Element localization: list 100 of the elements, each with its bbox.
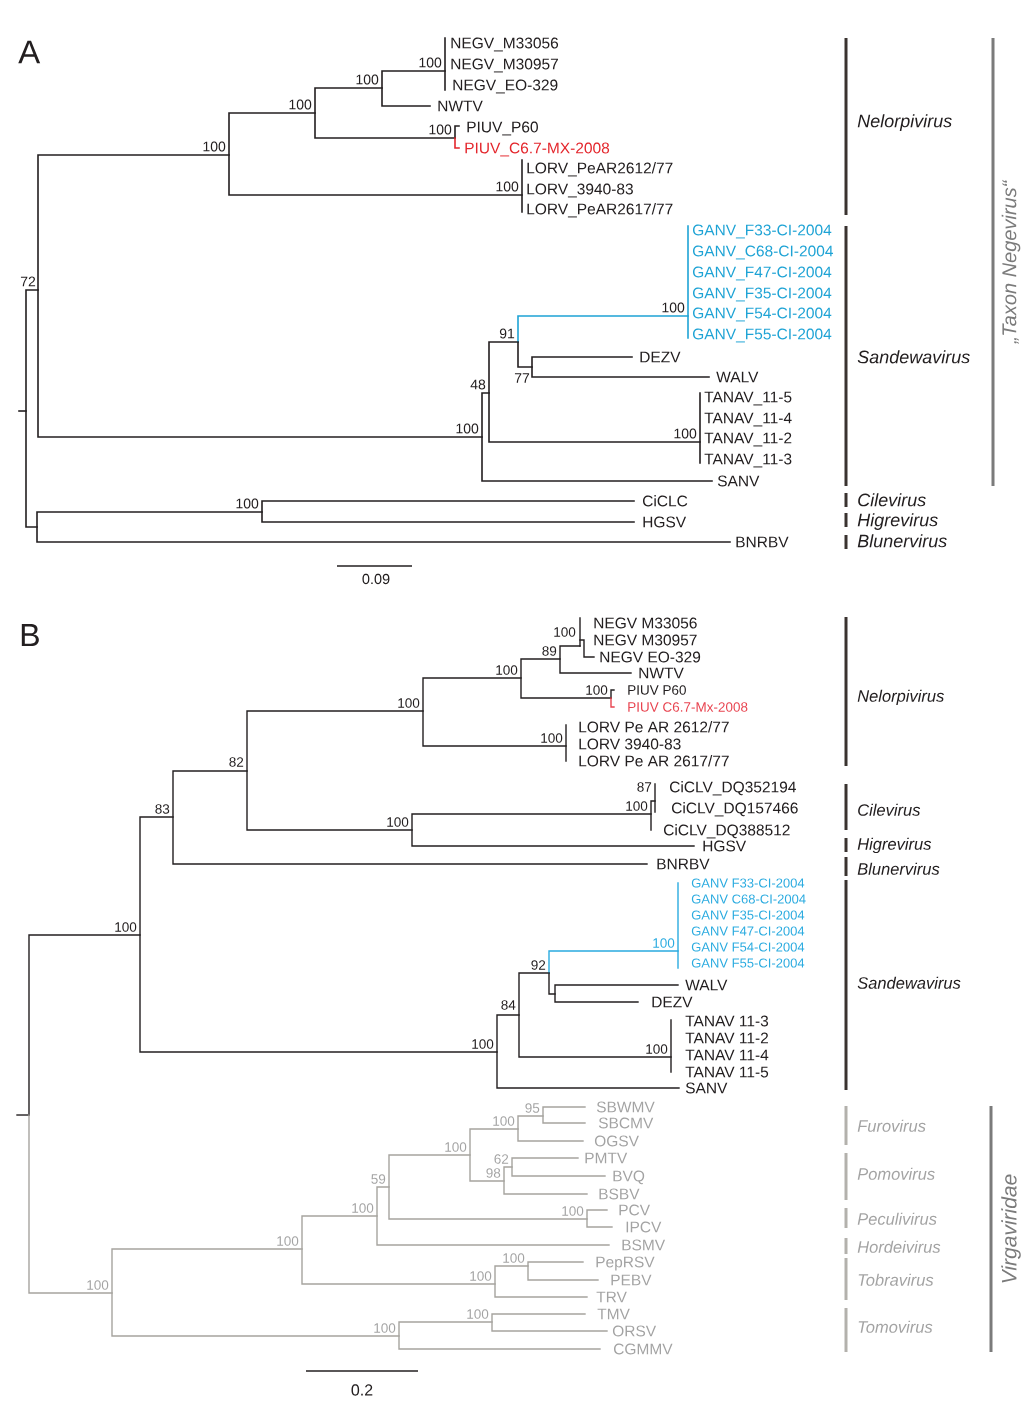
clade-label: Furovirus bbox=[857, 1119, 926, 1132]
bootstrap-value: 100 bbox=[674, 428, 697, 439]
leaf-label: GANV F55-CI-2004 bbox=[691, 958, 805, 968]
leaf-label: HGSV bbox=[703, 840, 747, 852]
leaf-label: WALV bbox=[685, 979, 728, 991]
bootstrap-value: 98 bbox=[486, 1168, 501, 1178]
leaf-label: SBCMV bbox=[598, 1117, 654, 1129]
panel-letter: A bbox=[18, 40, 41, 64]
leaf-label: LORV Pe AR 2612/77 bbox=[579, 721, 729, 733]
clade-label: Higrevirus bbox=[857, 513, 938, 530]
bootstrap-value: 100 bbox=[496, 665, 518, 675]
bootstrap-value: 87 bbox=[637, 782, 652, 792]
leaf-label: BNRBV bbox=[736, 536, 789, 548]
leaf-label: BVQ bbox=[613, 1170, 645, 1185]
clade-label: Sandewavirus bbox=[857, 350, 970, 364]
leaf-label: GANV_F35-CI-2004 bbox=[693, 287, 832, 302]
clade-label: Nelorpivirus bbox=[857, 689, 944, 706]
bootstrap-value: 100 bbox=[236, 498, 259, 509]
bootstrap-value: 100 bbox=[352, 1203, 374, 1213]
bootstrap-value: 100 bbox=[472, 1039, 494, 1049]
clade-label: Higrevirus bbox=[857, 837, 932, 854]
leaf-label: NEGV_EO-329 bbox=[453, 79, 558, 94]
leaf-label: HGSV bbox=[643, 516, 687, 528]
leaf-label: BSBV bbox=[599, 1188, 640, 1200]
leaf-label: GANV_F33-CI-2004 bbox=[693, 224, 832, 239]
bootstrap-value: 100 bbox=[277, 1236, 299, 1246]
bootstrap-value: 100 bbox=[387, 817, 409, 827]
clade-label: Tomovirus bbox=[858, 1320, 933, 1333]
clade-label: Cilevirus bbox=[858, 803, 921, 816]
clade-label: Cilevirus bbox=[858, 493, 926, 507]
bootstrap-value: 100 bbox=[562, 1206, 584, 1216]
bootstrap-value: 100 bbox=[662, 302, 685, 313]
bootstrap-value: 92 bbox=[531, 960, 546, 970]
leaf-label: LORV_PeAR2617/77 bbox=[527, 203, 673, 218]
bootstrap-value: 100 bbox=[429, 124, 452, 135]
clade-label: Peculivirus bbox=[857, 1212, 937, 1225]
leaf-label: GANV F33-CI-2004 bbox=[691, 878, 805, 888]
bootstrap-value: 100 bbox=[646, 1044, 668, 1054]
bootstrap-value: 72 bbox=[20, 276, 36, 287]
leaf-label: GANV F54-CI-2004 bbox=[691, 942, 805, 952]
leaf-label: SANV bbox=[717, 475, 760, 487]
leaf-label: GANV F35-CI-2004 bbox=[691, 910, 805, 920]
bootstrap-value: 91 bbox=[499, 328, 515, 339]
leaf-label: SANV bbox=[685, 1082, 728, 1094]
leaf-label: TANAV 11-2 bbox=[685, 1032, 768, 1044]
leaf-label: GANV_F54-CI-2004 bbox=[693, 307, 832, 322]
leaf-label: GANV F47-CI-2004 bbox=[691, 926, 805, 936]
scale-label: 0.09 bbox=[362, 573, 390, 585]
leaf-label: CiCLV_DQ157466 bbox=[672, 802, 798, 817]
leaf-label: LORV_PeAR2612/77 bbox=[527, 162, 673, 177]
bootstrap-value: 89 bbox=[542, 646, 557, 656]
bootstrap-value: 100 bbox=[541, 733, 563, 743]
bootstrap-value: 100 bbox=[203, 141, 226, 152]
bootstrap-value: 100 bbox=[115, 922, 137, 932]
bootstrap-value: 100 bbox=[503, 1253, 525, 1263]
leaf-label: PepRSV bbox=[596, 1256, 655, 1271]
bootstrap-value: 100 bbox=[470, 1271, 492, 1281]
leaf-label: PCV bbox=[619, 1204, 650, 1216]
leaf-label: LORV 3940-83 bbox=[579, 738, 681, 750]
leaf-label: CiCLC bbox=[643, 495, 688, 507]
leaf-label: TANAV 11-4 bbox=[685, 1049, 769, 1061]
bootstrap-value: 100 bbox=[493, 1116, 515, 1126]
bootstrap-value: 100 bbox=[554, 627, 576, 637]
leaf-label: TMV bbox=[597, 1308, 630, 1320]
bootstrap-value: 100 bbox=[398, 698, 420, 708]
leaf-label: CGMMV bbox=[614, 1343, 673, 1355]
leaf-label: PIUV C6.7-Mx-2008 bbox=[628, 702, 748, 712]
leaf-label: BNRBV bbox=[657, 858, 710, 870]
group-label: Virgaviridae bbox=[1001, 1174, 1021, 1283]
bootstrap-value: 83 bbox=[155, 804, 170, 814]
clade-label: Hordeivirus bbox=[857, 1240, 941, 1253]
leaf-label: PEBV bbox=[611, 1274, 652, 1286]
clade-label: Blunervirus bbox=[857, 534, 947, 548]
leaf-label: NWTV bbox=[639, 667, 684, 679]
leaf-label: DEZV bbox=[652, 996, 693, 1008]
leaf-label: PIUV_C6.7-MX-2008 bbox=[465, 142, 610, 157]
leaf-label: GANV C68-CI-2004 bbox=[691, 894, 806, 904]
leaf-label: CiCLV_DQ388512 bbox=[664, 824, 790, 839]
leaf-label: GANV_F47-CI-2004 bbox=[693, 266, 832, 281]
leaf-label: LORV_3940-83 bbox=[527, 183, 633, 198]
leaf-label: PIUV_P60 bbox=[467, 121, 538, 136]
leaf-label: NWTV bbox=[438, 100, 483, 112]
bootstrap-value: 100 bbox=[456, 423, 479, 434]
leaf-label: DEZV bbox=[640, 351, 681, 363]
leaf-label: PMTV bbox=[585, 1152, 628, 1164]
clade-label: Sandewavirus bbox=[857, 976, 961, 989]
bootstrap-value: 59 bbox=[371, 1174, 386, 1184]
clade-label: Blunervirus bbox=[857, 862, 940, 875]
leaf-label: PIUV P60 bbox=[628, 685, 686, 695]
bootstrap-value: 100 bbox=[586, 685, 608, 695]
bootstrap-value: 100 bbox=[467, 1309, 489, 1319]
leaf-label: OGSV bbox=[594, 1135, 639, 1147]
leaf-label: TANAV_11-3 bbox=[704, 453, 792, 468]
bootstrap-value: 100 bbox=[356, 74, 379, 85]
leaf-label: TANAV 11-5 bbox=[685, 1066, 769, 1078]
clade-label: Pomovirus bbox=[857, 1167, 935, 1180]
leaf-label: NEGV M33056 bbox=[594, 617, 697, 629]
leaf-label: GANV_F55-CI-2004 bbox=[693, 328, 832, 343]
bootstrap-value: 100 bbox=[626, 801, 648, 811]
leaf-label: TANAV_11-4 bbox=[704, 412, 792, 427]
